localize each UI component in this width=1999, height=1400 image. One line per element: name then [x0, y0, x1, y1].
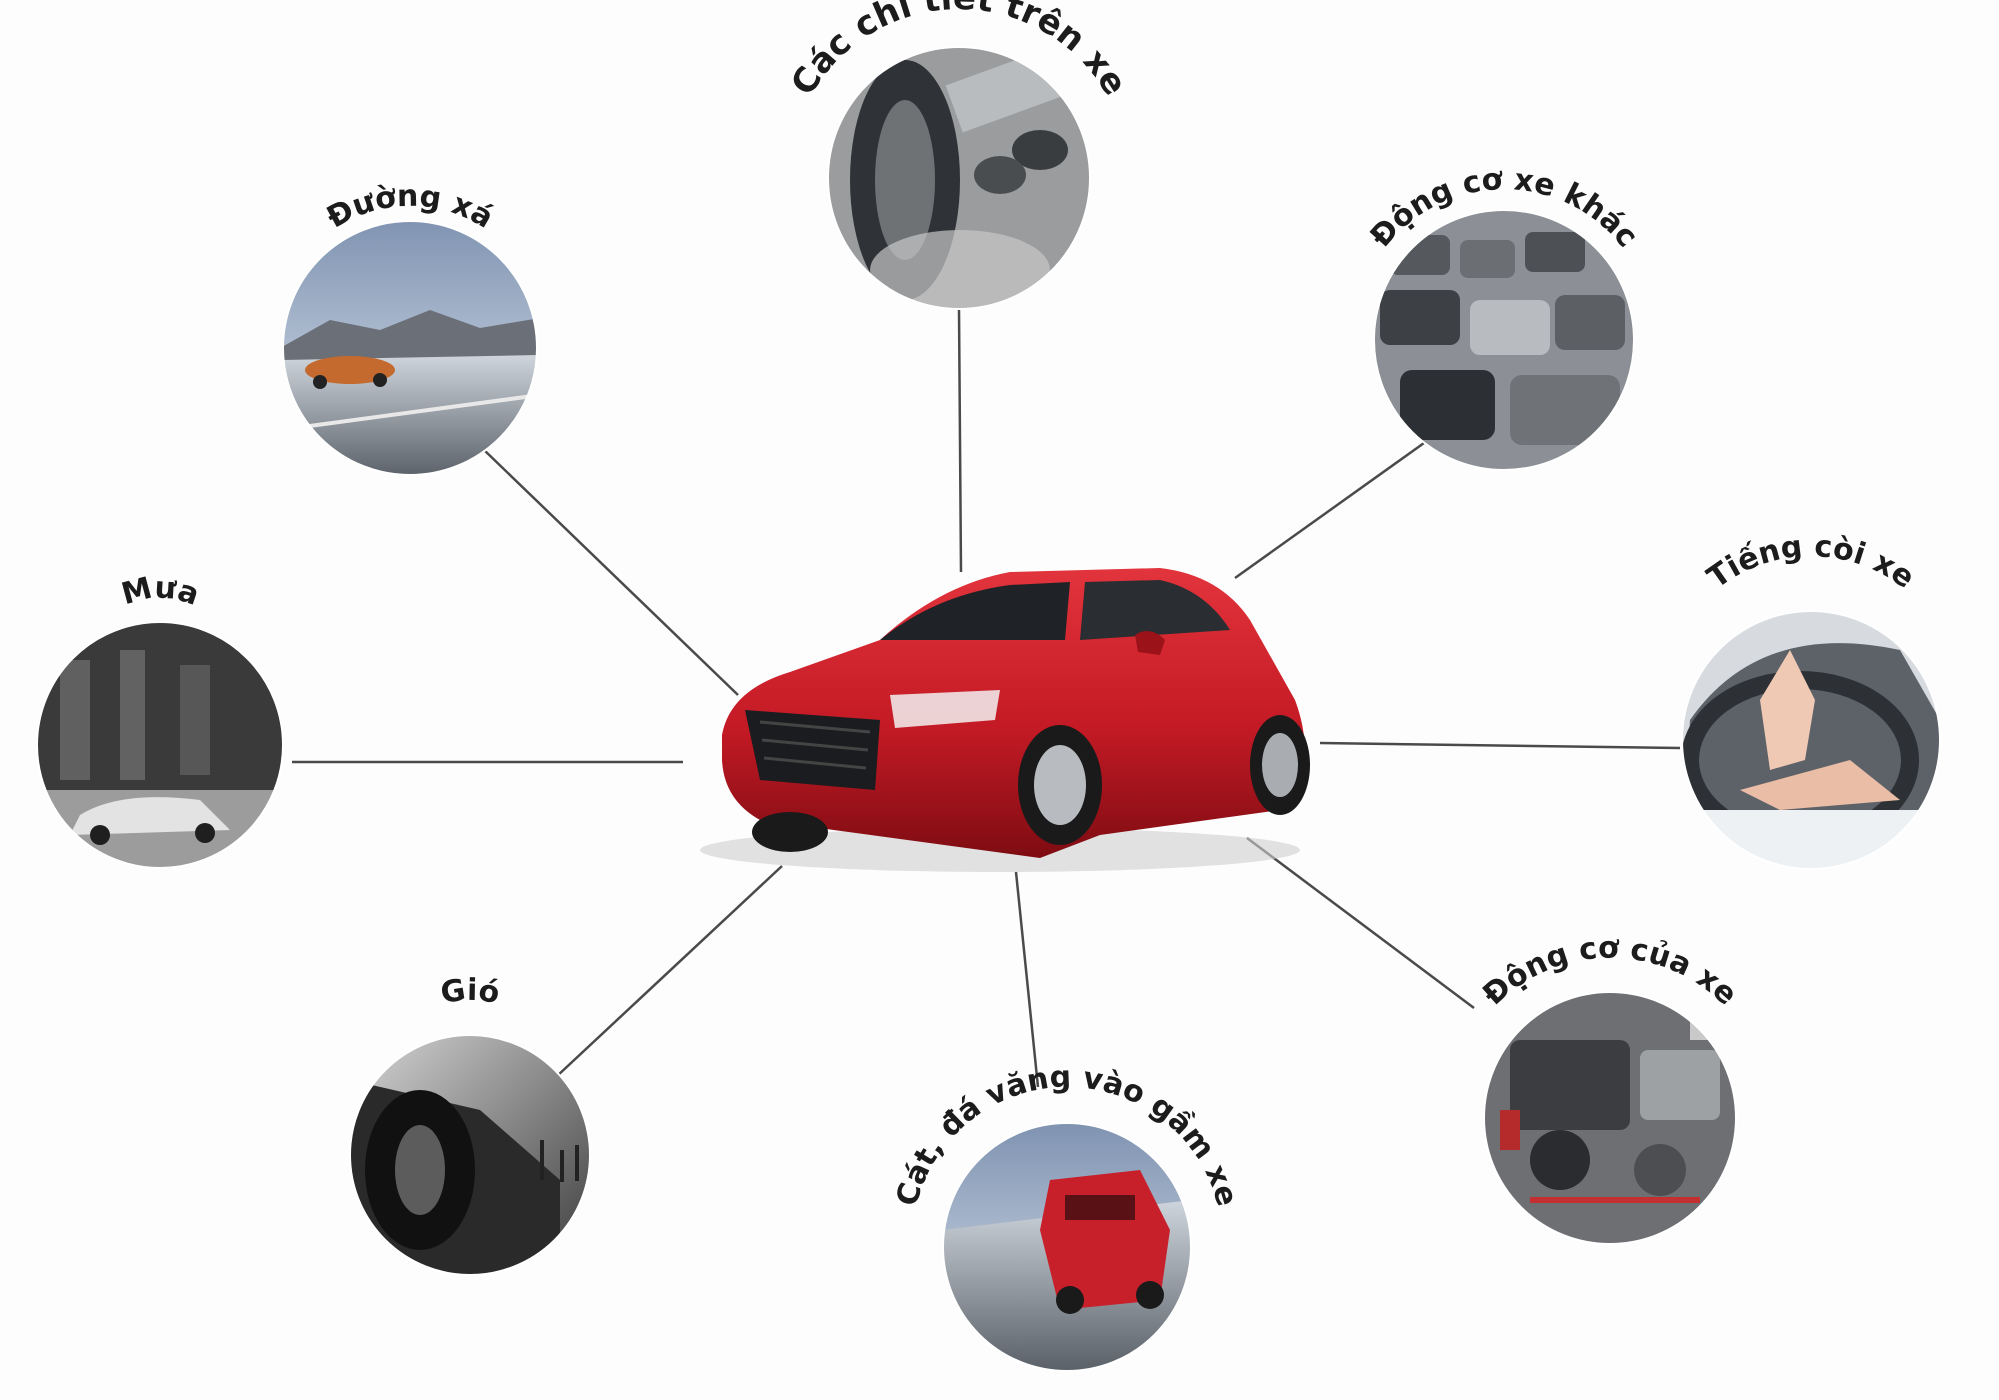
connector-roads [481, 447, 739, 696]
connector-gravel [1014, 871, 1040, 1088]
node-engine-photo [1483, 991, 1737, 1245]
node-parts-photo [827, 46, 1091, 310]
connector-other-engines [1234, 441, 1425, 580]
node-gravel-photo [942, 1122, 1192, 1372]
node-other-engines-photo [1373, 209, 1635, 471]
connector-engine [1246, 836, 1475, 1010]
node-roads-photo [282, 220, 538, 476]
node-horn-photo [1681, 610, 1941, 870]
center-car [700, 568, 1310, 872]
connector-wind [555, 865, 783, 1078]
connector-parts [957, 309, 963, 573]
label-wind: Gió [438, 973, 502, 1012]
label-rain: Mưa [118, 570, 203, 612]
node-wind-photo [349, 1034, 591, 1276]
connector-lines [292, 309, 1681, 1088]
label-horn: Tiếng còi xe [1701, 529, 1921, 596]
connector-horn [1319, 741, 1681, 750]
node-rain-photo [36, 621, 284, 869]
